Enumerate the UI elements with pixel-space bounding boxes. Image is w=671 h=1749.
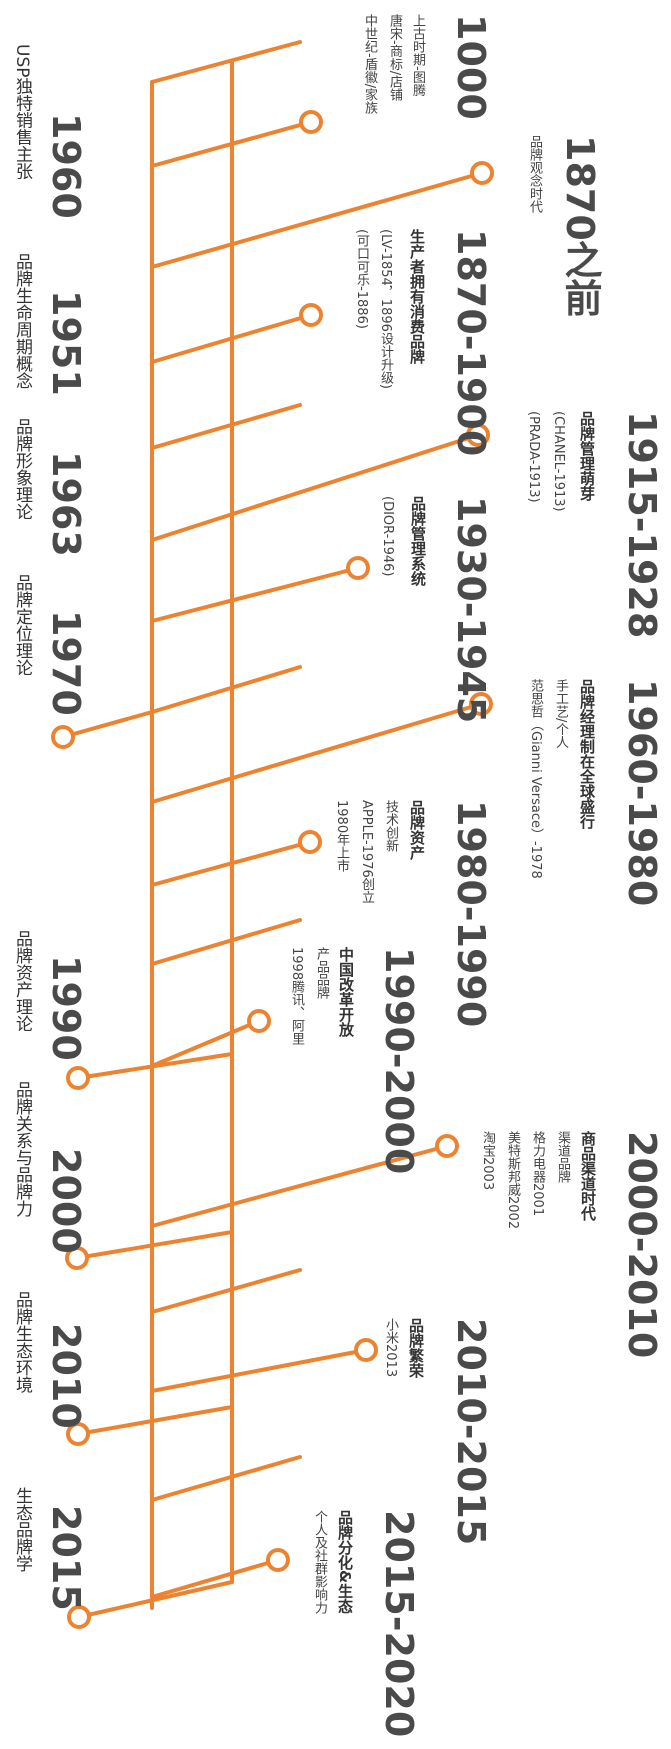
era-year-10: 2015-2020 (377, 1510, 421, 1738)
era-marker-6 (298, 830, 322, 854)
milestone-label-3: 品牌定位理论 (12, 574, 32, 676)
milestone-label-6: 品牌生态环境 (12, 1291, 32, 1393)
milestone-year-7: 2015 (44, 1505, 88, 1611)
era-branch-2 (150, 313, 313, 364)
era-line-2-1: (可口可乐-1886) (354, 229, 369, 329)
era-year-5: 1960-1980 (620, 679, 664, 907)
era-title-8: 商品渠道时代 (579, 1131, 597, 1221)
era-year-4: 1930-1945 (449, 496, 493, 724)
era-year-0: 1000 (449, 14, 493, 120)
era-branch-8 (150, 1144, 449, 1228)
era-branch-4 (150, 566, 360, 623)
milestone-year-5: 2000 (44, 1148, 88, 1254)
era-branch-9 (150, 1348, 368, 1393)
era-year-2: 1870-1900 (449, 229, 493, 457)
era-line-8-2: 美特斯邦威2002 (505, 1131, 520, 1230)
era-line-8-1: 格力电器2001 (530, 1131, 545, 1217)
era-year-8: 2000-2010 (620, 1131, 664, 1359)
milestone-year-1: 1951 (44, 290, 88, 396)
era-year-9: 2010-2015 (449, 1318, 493, 1546)
era-branch-3 (150, 433, 480, 542)
milestone-branch-1 (76, 1052, 234, 1080)
milestone-label-5: 品牌关系与品牌力 (12, 1081, 32, 1217)
era-line-6-0: 技术创新 (383, 800, 398, 852)
era-line-4-0: (DIOR-1946) (380, 496, 395, 577)
era-title-10: 品牌分化&生态 (336, 1510, 354, 1614)
era-year-6: 1980-1990 (449, 800, 493, 1028)
milestone-label-1: 品牌生命周期概念 (12, 253, 32, 389)
era-marker-0 (299, 110, 323, 134)
milestone-marker-3 (66, 1422, 90, 1446)
era-line-6-1: APPLE-1976创立 (359, 800, 374, 904)
era-line-0-0: 上古时期-图腾 (410, 14, 425, 97)
era-year-7: 1990-2000 (377, 947, 421, 1175)
era-branch-0 (150, 120, 313, 168)
era-line-0-1: 唐宋-商标/店铺 (387, 14, 402, 102)
milestone-branch-4 (77, 1580, 234, 1619)
era-title-5: 品牌经理制在全球盛行 (578, 679, 596, 829)
era-line-9-0: 小米2013 (383, 1318, 398, 1378)
tick-line-4 (150, 1268, 302, 1314)
era-branch-6 (150, 840, 312, 887)
milestone-year-6: 2010 (44, 1323, 88, 1429)
milestone-label-4: 品牌资产理论 (12, 930, 32, 1032)
era-line-10-0: 个人及社群影响力 (312, 1510, 327, 1614)
milestone-label-7: 生态品牌学 (12, 1487, 32, 1572)
era-marker-3 (466, 423, 490, 447)
era-marker-10 (266, 1548, 290, 1572)
era-line-0-2: 中世纪-盾徽/家族 (362, 14, 377, 115)
tick-line-2 (150, 665, 302, 714)
milestone-marker-1 (66, 1066, 90, 1090)
era-line-6-2: 1980年上市 (334, 800, 349, 873)
milestone-branch-0 (61, 710, 154, 739)
milestone-marker-2 (65, 1246, 89, 1270)
era-marker-1 (470, 161, 494, 185)
era-branch-10 (150, 1558, 280, 1599)
era-line-7-1: 1998腾讯、阿里 (289, 947, 304, 1046)
era-line-2-0: (LV-1854，1896设计升级) (378, 229, 393, 389)
era-line-1-0: 品牌观念时代 (527, 135, 542, 213)
tick-line-3 (150, 918, 302, 966)
era-year-1: 1870之前 (558, 135, 602, 317)
era-title-9: 品牌繁荣 (407, 1318, 425, 1378)
era-line-8-3: 淘宝2003 (480, 1131, 495, 1191)
era-line-8-0: 渠道品牌 (555, 1131, 570, 1183)
era-branch-1 (150, 171, 484, 269)
era-line-5-1: 范思哲（Gianni Versace）-1978 (528, 679, 543, 879)
era-title-6: 品牌资产 (408, 800, 426, 860)
era-marker-8 (435, 1134, 459, 1158)
tick-line-5 (150, 1455, 302, 1502)
era-marker-7 (247, 1009, 271, 1033)
era-line-3-0: (CHANEL-1913) (551, 411, 566, 512)
era-title-7: 中国改革开放 (337, 947, 355, 1037)
era-line-7-0: 产品品牌 (314, 947, 329, 999)
milestone-marker-4 (67, 1605, 91, 1629)
era-marker-9 (354, 1338, 378, 1362)
era-branch-7 (150, 1019, 261, 1068)
milestone-branch-2 (75, 1230, 234, 1260)
era-marker-4 (346, 556, 370, 580)
era-marker-2 (299, 303, 323, 327)
era-line-5-0: 手工艺/个人 (553, 679, 568, 749)
milestone-year-3: 1970 (44, 610, 88, 716)
era-title-2: 生产者拥有消费品牌 (408, 229, 426, 364)
era-year-3: 1915-1928 (620, 411, 664, 639)
era-title-4: 品牌管理系统 (409, 496, 427, 586)
tick-line-1 (150, 403, 302, 450)
milestone-label-0: USP独特销售主张 (12, 44, 32, 180)
milestone-year-2: 1963 (44, 451, 88, 557)
era-title-3: 品牌管理萌芽 (578, 411, 596, 501)
era-line-3-1: (PRADA-1913) (526, 411, 541, 503)
era-marker-5 (469, 692, 493, 716)
tick-line-0 (150, 40, 302, 84)
milestone-marker-0 (51, 725, 75, 749)
milestone-year-0: 1960 (44, 113, 88, 219)
milestone-year-4: 1990 (44, 955, 88, 1061)
milestone-label-2: 品牌形象理论 (12, 418, 32, 520)
era-branch-5 (150, 702, 483, 804)
milestone-branch-3 (76, 1405, 234, 1436)
